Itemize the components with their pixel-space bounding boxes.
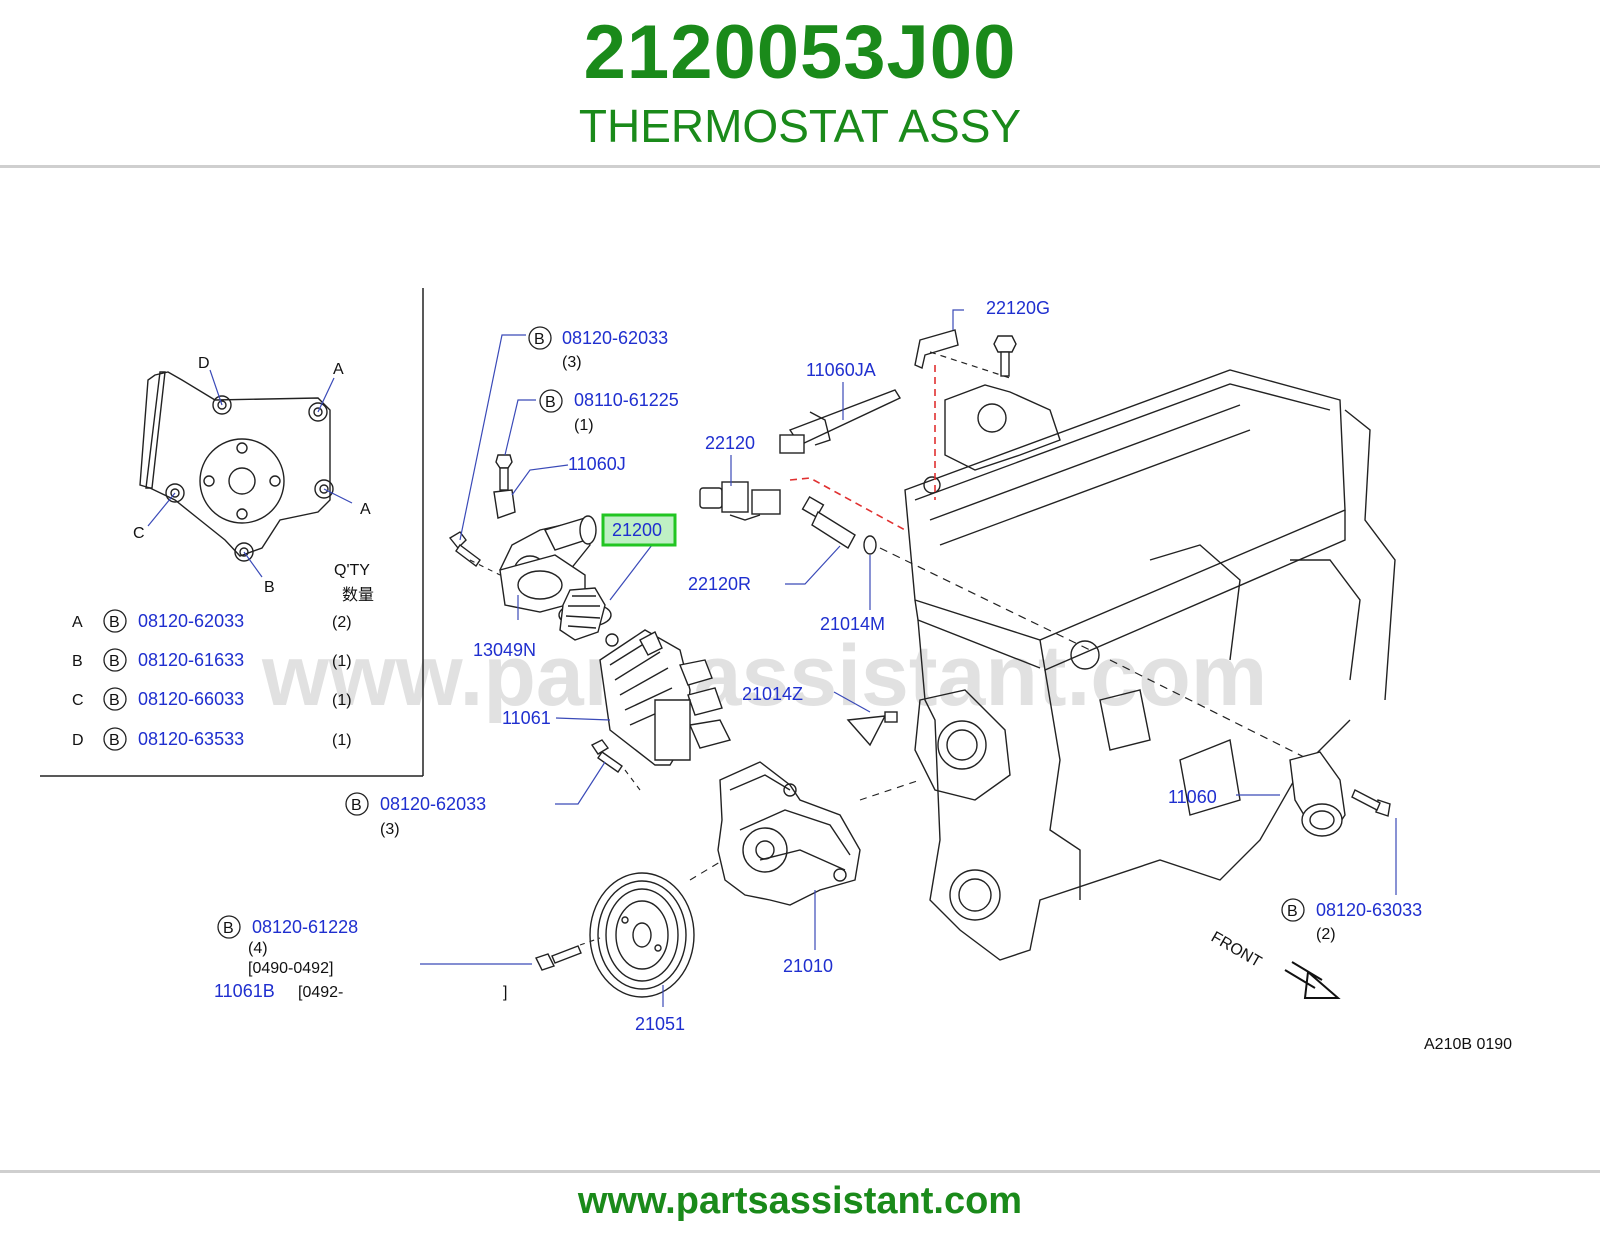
hose-dash-red-horizontal <box>789 477 906 531</box>
water-pump-rear-view <box>139 371 334 562</box>
callout-21051[interactable]: 21051 <box>635 1014 685 1034</box>
row-qty: (2) <box>332 614 352 631</box>
row-part-number[interactable]: 08120-63533 <box>138 729 244 749</box>
bolt-08120-62033-lower <box>590 739 623 773</box>
engine-block-drawing <box>904 369 1396 961</box>
callout-11061[interactable]: 11061 <box>502 708 551 728</box>
b-badge: B <box>351 797 362 814</box>
b-badge: B <box>1287 903 1298 920</box>
b-badge: B <box>109 732 120 749</box>
callout-11061b-range-start: [0492- <box>298 984 343 1001</box>
sensor-22120 <box>699 481 781 521</box>
part-name-subtitle: THERMOSTAT ASSY <box>578 100 1022 152</box>
header-divider <box>0 165 1600 168</box>
bolt-08120-63033 <box>1351 789 1391 817</box>
b-badge: B <box>534 331 545 348</box>
footer-url-link[interactable]: www.partsassistant.com <box>577 1180 1023 1222</box>
corner-letter-d: D <box>198 355 210 372</box>
callout-qty: (2) <box>1316 926 1336 943</box>
footer-divider <box>0 1170 1600 1173</box>
front-arrow-icon <box>1284 961 1341 999</box>
corner-letter-a-right: A <box>360 501 371 518</box>
callout-21200[interactable]: 21200 <box>612 520 662 540</box>
bolt-08110-61225 <box>495 454 513 491</box>
callout-11060j[interactable]: 11060J <box>568 454 626 474</box>
callout-21010[interactable]: 21010 <box>783 956 833 976</box>
callout-11061b[interactable]: 11061B <box>214 981 275 1001</box>
inset-row-d: D B 08120-63533 (1) <box>72 727 352 751</box>
bolt-22120g <box>993 335 1017 377</box>
corner-letter-b: B <box>264 579 275 596</box>
water-inlet-11060 <box>1289 751 1346 837</box>
b-badge: B <box>545 394 556 411</box>
front-label: FRONT <box>1208 929 1264 971</box>
callout-qty: (4) <box>248 940 268 957</box>
qty-header: Q'TY <box>334 562 370 579</box>
callout-08120-63033[interactable]: 08120-63033 <box>1316 900 1422 920</box>
inset-panel: D A A C B Q'TY 数量 A B 08120-62033 (2) B … <box>40 288 424 777</box>
part-number-title: 2120053J00 <box>583 10 1017 95</box>
harness-clip-11060ja <box>779 389 902 454</box>
bolt-08120-61228 <box>535 945 582 971</box>
leader-lines <box>420 309 1397 1007</box>
inset-row-c: C B 08120-66033 (1) <box>72 687 352 711</box>
callout-22120[interactable]: 22120 <box>705 433 755 453</box>
water-pump-pulley-21051 <box>589 872 695 998</box>
thermostat-housing-11061 <box>599 629 732 766</box>
callout-08120-62033-top[interactable]: 08120-62033 <box>562 328 668 348</box>
callout-22120r[interactable]: 22120R <box>688 574 751 594</box>
callout-qty: (3) <box>380 821 400 838</box>
row-key: B <box>72 653 83 670</box>
callout-date-range: [0490-0492] <box>248 960 333 977</box>
row-key: C <box>72 692 84 709</box>
b-badge: B <box>109 614 120 631</box>
b-badge: B <box>223 920 234 937</box>
callout-13049n[interactable]: 13049N <box>473 640 536 660</box>
switch-21014m <box>801 495 877 555</box>
highlight-box-21200 <box>601 513 677 547</box>
callout-11061b-range-end: ] <box>503 984 507 1001</box>
watermark-text: www.partsassistant.com <box>261 628 1267 724</box>
row-part-number[interactable]: 08120-62033 <box>138 611 244 631</box>
thermostat-21200 <box>558 587 619 647</box>
callout-qty: (1) <box>574 417 594 434</box>
bolt-08120-62033-upper <box>448 531 481 568</box>
bracket-11060j <box>493 489 516 519</box>
b-badge: B <box>109 692 120 709</box>
bracket-22120g <box>914 329 1011 379</box>
b-badge: B <box>109 653 120 670</box>
callout-11060[interactable]: 11060 <box>1168 787 1217 807</box>
row-part-number[interactable]: 08120-66033 <box>138 689 244 709</box>
axis-dash-sensor <box>879 547 1331 771</box>
row-part-number[interactable]: 08120-61633 <box>138 650 244 670</box>
row-qty: (1) <box>332 732 352 749</box>
callout-22120g[interactable]: 22120G <box>986 298 1050 318</box>
row-key: D <box>72 732 84 749</box>
diagram-code: A210B 0190 <box>1424 1036 1512 1053</box>
inset-row-a: A B 08120-62033 (2) <box>72 609 352 633</box>
row-key: A <box>72 614 83 631</box>
sender-21014z <box>846 711 898 747</box>
qty-header-cjk: 数量 <box>342 586 374 604</box>
callout-21014z[interactable]: 21014Z <box>742 684 803 704</box>
row-qty: (1) <box>332 692 352 709</box>
callout-qty: (3) <box>562 354 582 371</box>
callout-08110-61225[interactable]: 08110-61225 <box>574 390 679 410</box>
corner-letter-a-top: A <box>333 361 344 378</box>
callout-08120-61228[interactable]: 08120-61228 <box>252 917 358 937</box>
callout-11060ja[interactable]: 11060JA <box>806 360 876 380</box>
inset-row-b: B B 08120-61633 (1) <box>72 648 352 672</box>
row-qty: (1) <box>332 653 352 670</box>
corner-letter-c: C <box>133 525 145 542</box>
callout-21014m[interactable]: 21014M <box>820 614 885 634</box>
callout-08120-62033-lower[interactable]: 08120-62033 <box>380 794 486 814</box>
water-pump-21010 <box>717 761 861 906</box>
